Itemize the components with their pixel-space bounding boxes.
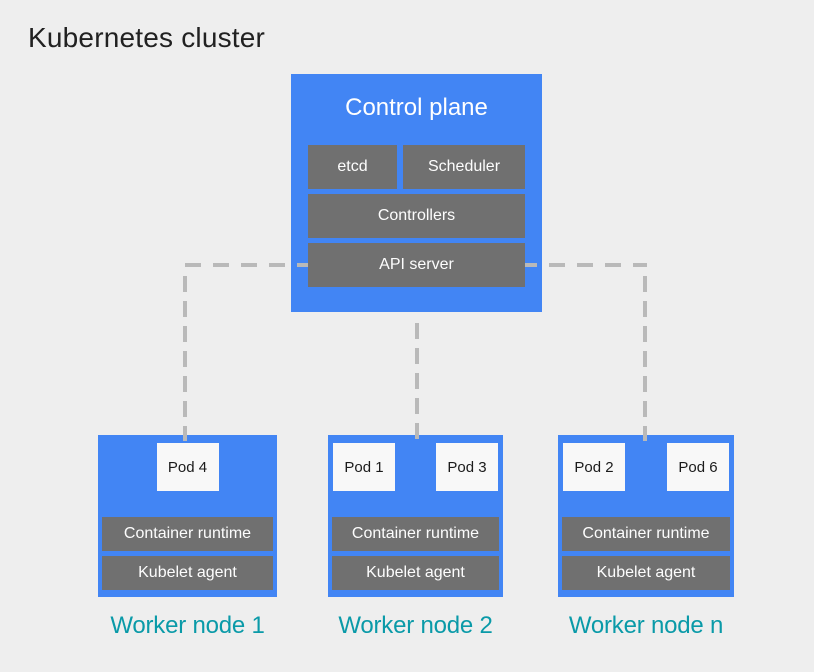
component-scheduler: Scheduler [403,145,525,189]
pod-2: Pod 2 [563,443,625,491]
diagram-title: Kubernetes cluster [28,22,266,53]
worker-node-n-label: Worker node n [568,612,724,639]
worker-node-1-label: Worker node 1 [110,612,265,639]
worker-node-n-box: Pod 2 Pod 6 Container runtime Kubelet ag… [558,435,734,597]
pod-6: Pod 6 [667,443,729,491]
component-container-runtime: Container runtime [562,517,730,551]
pod-3: Pod 3 [436,443,498,491]
connector-to-worker-node-1 [183,267,187,441]
component-kubelet-agent: Kubelet agent [102,556,273,590]
worker-node-2-label: Worker node 2 [338,612,493,639]
component-container-runtime: Container runtime [102,517,273,551]
component-controllers: Controllers [308,194,525,238]
component-etcd: etcd [308,145,397,189]
worker-node-2-box: Pod 1 Pod 3 Container runtime Kubelet ag… [328,435,503,597]
control-plane-box: Control plane etcd Scheduler Controllers… [291,74,542,312]
control-plane-title: Control plane [345,94,488,121]
worker-node-1-box: Pod 4 Container runtime Kubelet agent [98,435,277,597]
pod-4: Pod 4 [156,443,219,491]
component-container-runtime: Container runtime [332,517,499,551]
connector-to-worker-node-n [643,267,647,441]
pod-1: Pod 1 [333,443,395,491]
component-api-server: API server [308,243,525,287]
connector-to-worker-node-2 [415,314,419,441]
component-kubelet-agent: Kubelet agent [332,556,499,590]
component-kubelet-agent: Kubelet agent [562,556,730,590]
